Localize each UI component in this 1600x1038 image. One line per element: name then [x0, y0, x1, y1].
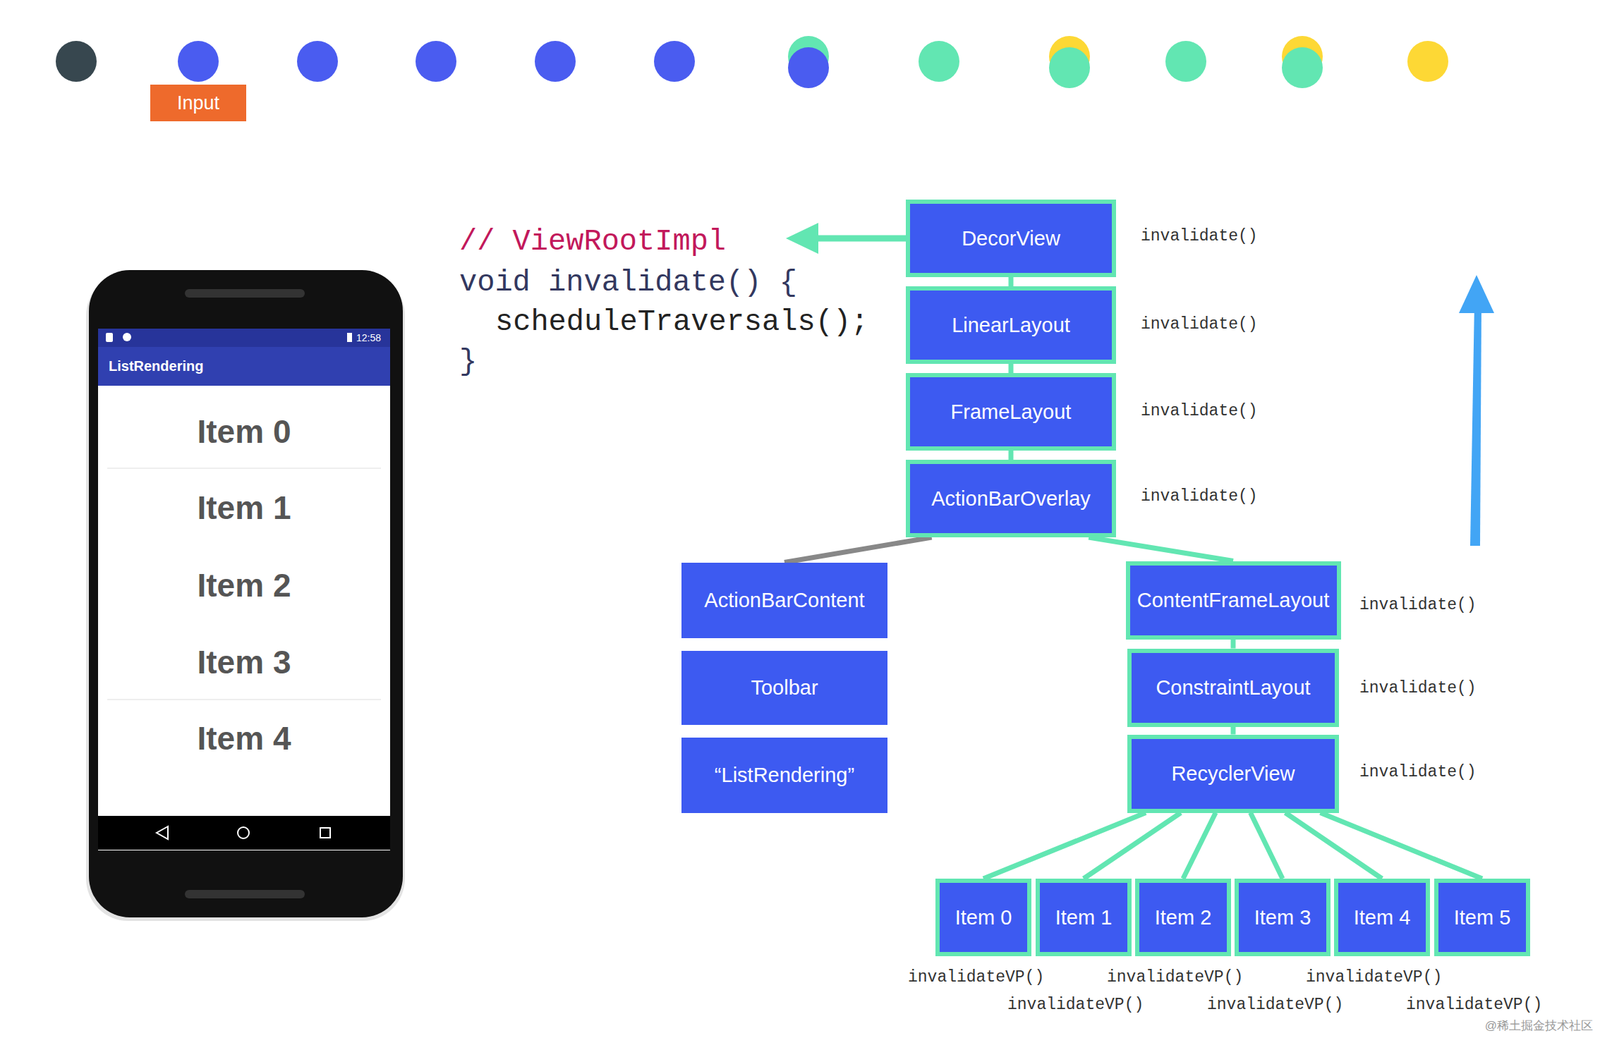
- view-box: Item 0: [935, 879, 1032, 957]
- tree-link: [1183, 813, 1216, 880]
- phone: [86, 270, 405, 922]
- node-label: Item 1: [1055, 906, 1113, 930]
- list-item: Item 3: [197, 643, 292, 682]
- node-label: RecyclerView: [1171, 762, 1295, 786]
- view-box: Item 3: [1234, 879, 1331, 957]
- tree-link: [1231, 639, 1236, 650]
- tree-link: [1231, 727, 1236, 736]
- view-box: LinearLayout: [905, 286, 1117, 365]
- view-box: RecyclerView: [1127, 735, 1339, 814]
- node-label: Item 0: [955, 906, 1013, 930]
- method-call: invalidate(): [1140, 315, 1258, 334]
- node-label: Item 2: [1154, 906, 1212, 930]
- node-label: LinearLayout: [951, 313, 1071, 338]
- method-call: invalidate(): [1359, 679, 1477, 698]
- node-label: Item 3: [1254, 906, 1312, 930]
- method-call: invalidate(): [1359, 596, 1477, 615]
- view-box: Item 2: [1135, 879, 1232, 957]
- view-box: ConstraintLayout: [1127, 649, 1339, 728]
- method-call: invalidate(): [1140, 227, 1258, 246]
- method-call: invalidateVP(): [1106, 968, 1244, 987]
- method-call: invalidateVP(): [1007, 996, 1144, 1015]
- frame-dots: [55, 35, 1449, 89]
- node-label: ContentFrameLayout: [1137, 589, 1330, 613]
- list-item: Item 0: [197, 412, 292, 451]
- tree-link: [1008, 277, 1014, 287]
- view-box: DecorView: [905, 199, 1117, 278]
- method-call: invalidate(): [1140, 402, 1258, 421]
- method-call: invalidateVP(): [1405, 996, 1543, 1015]
- code-comment: // ViewRootImpl: [459, 225, 726, 259]
- node-label: Input: [177, 92, 220, 115]
- input-tag: Input: [150, 84, 247, 122]
- tree-link: [1250, 813, 1284, 880]
- view-box: Item 1: [1035, 879, 1132, 957]
- propagation-arrow: [1458, 275, 1495, 547]
- node-label: Item 5: [1453, 906, 1512, 930]
- code-line: scheduleTraversals();: [495, 305, 869, 340]
- watermark: @稀土掘金技术社区: [1485, 1017, 1593, 1035]
- node-label: ActionBarOverlay: [931, 487, 1091, 511]
- tree-link: [784, 537, 932, 563]
- code-line: void invalidate() {: [459, 265, 798, 300]
- method-call: invalidate(): [1140, 487, 1258, 506]
- method-call: invalidateVP(): [1305, 968, 1442, 987]
- node-label: ActionBarContent: [704, 589, 865, 613]
- method-call: invalidateVP(): [1207, 996, 1344, 1015]
- list-item: Item 4: [197, 719, 292, 758]
- pointer-arrow: [785, 222, 906, 254]
- node-label: Toolbar: [750, 676, 818, 700]
- code-line: }: [459, 344, 477, 379]
- method-call: invalidate(): [1359, 763, 1477, 782]
- tree-link: [1088, 537, 1234, 562]
- status-time: 12:58: [356, 332, 381, 344]
- method-call: invalidateVP(): [907, 968, 1045, 987]
- view-box: “ListRendering”: [681, 737, 888, 814]
- tree-link: [983, 813, 1146, 880]
- tree-link: [1008, 450, 1014, 460]
- tree-link: [1008, 364, 1014, 374]
- node-label: “ListRendering”: [714, 764, 855, 788]
- tree-link: [1320, 813, 1483, 880]
- node-label: DecorView: [961, 227, 1061, 251]
- node-label: FrameLayout: [950, 400, 1072, 424]
- tree-link: [1285, 813, 1383, 880]
- view-box: ActionBarContent: [681, 562, 888, 639]
- view-box: ActionBarOverlay: [905, 459, 1117, 538]
- app-title: ListRendering: [108, 358, 204, 375]
- view-box: Item 5: [1434, 879, 1531, 957]
- list-item: Item 1: [197, 488, 292, 527]
- node-label: Item 4: [1353, 906, 1411, 930]
- node-label: ConstraintLayout: [1155, 676, 1311, 700]
- view-box: Toolbar: [681, 651, 888, 726]
- list-item: Item 2: [197, 566, 292, 605]
- tree-link: [1083, 813, 1181, 880]
- view-box: ContentFrameLayout: [1125, 561, 1342, 640]
- view-box: FrameLayout: [905, 373, 1117, 451]
- view-box: Item 4: [1334, 879, 1430, 957]
